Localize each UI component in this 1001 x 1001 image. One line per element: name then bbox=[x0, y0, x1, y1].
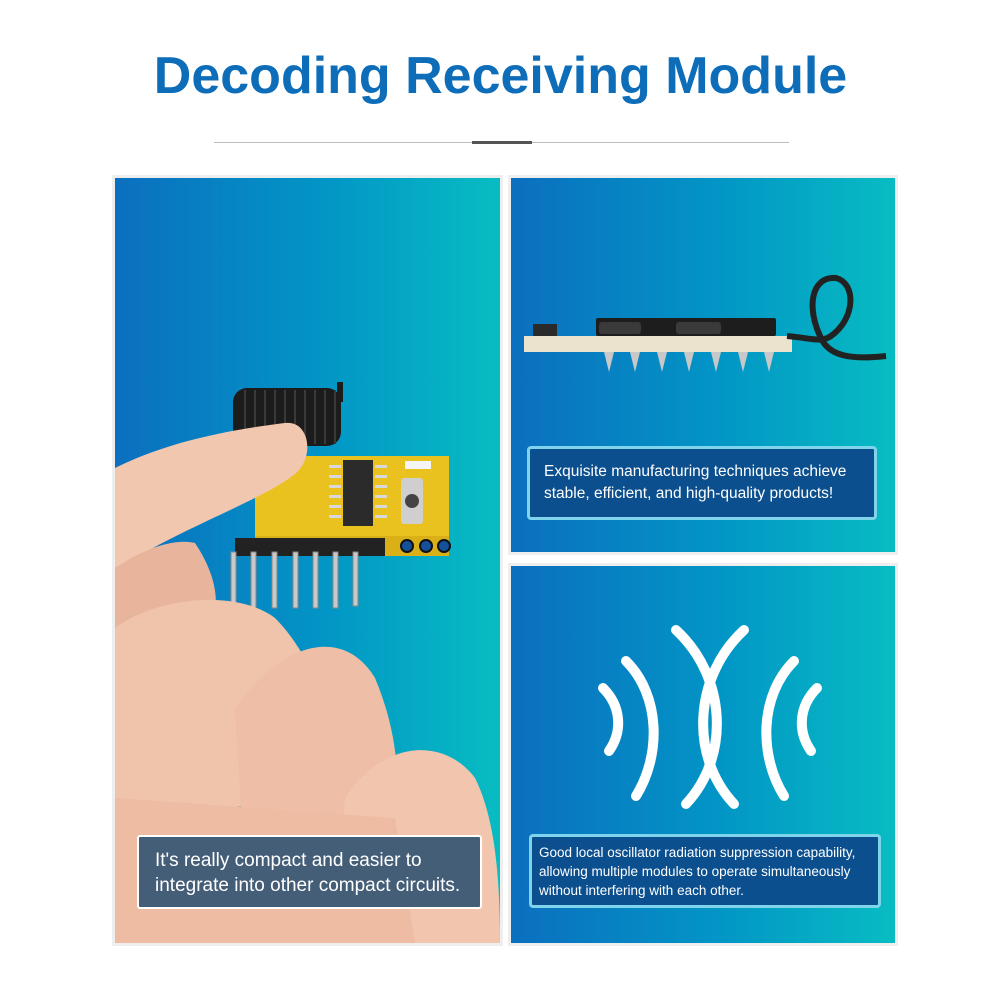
caption-line: stable, efficient, and high-quality prod… bbox=[544, 485, 834, 502]
caption-line: It's really compact and easier to bbox=[155, 850, 422, 871]
hand-holding-module-image bbox=[115, 382, 500, 943]
panel-interference: Good local oscillator radiation suppress… bbox=[511, 566, 895, 943]
caption-line: allowing multiple modules to operate sim… bbox=[539, 864, 851, 879]
caption-compact: It's really compact and easier to integr… bbox=[137, 835, 482, 909]
header-pins-icon bbox=[230, 551, 359, 609]
caption-line: integrate into other compact circuits. bbox=[155, 875, 461, 896]
module-side-view-image bbox=[524, 274, 887, 372]
caption-line: Exquisite manufacturing techniques achie… bbox=[544, 463, 847, 480]
title-divider-accent bbox=[472, 141, 532, 144]
panel-manufacturing: Exquisite manufacturing techniques achie… bbox=[511, 178, 895, 552]
page-title: Decoding Receiving Module bbox=[153, 47, 848, 105]
caption-line: without interfering with each other. bbox=[539, 883, 744, 898]
pin-tips-icon bbox=[604, 352, 774, 372]
caption-manufacturing: Exquisite manufacturing techniques achie… bbox=[527, 446, 877, 520]
caption-line: Good local oscillator radiation suppress… bbox=[539, 845, 856, 860]
antenna-wire-icon bbox=[786, 274, 887, 361]
caption-interference: Good local oscillator radiation suppress… bbox=[529, 834, 881, 908]
signal-waves-icon bbox=[598, 625, 822, 809]
panel-compact-size: It's really compact and easier to integr… bbox=[115, 178, 500, 943]
